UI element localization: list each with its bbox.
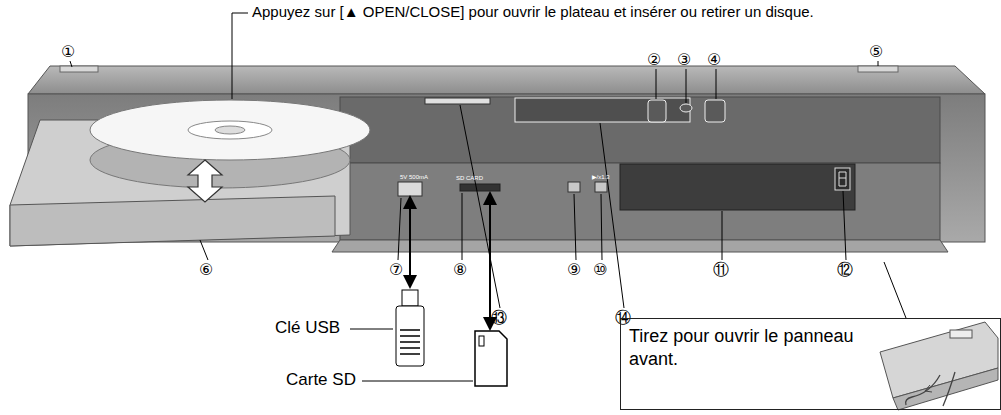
pull-panel-inset xyxy=(880,322,998,410)
callout-number: ⑤ xyxy=(869,43,883,61)
drawing-part xyxy=(398,198,401,260)
device-marking: SD CARD xyxy=(456,175,483,182)
drawing-part xyxy=(843,191,846,260)
drawing-part xyxy=(400,330,420,354)
drawing-part xyxy=(402,290,418,306)
drawing-part xyxy=(601,194,602,260)
hand-sketch xyxy=(906,372,955,406)
usb-stick xyxy=(396,202,424,366)
drawing-part xyxy=(200,240,208,260)
leader-lines xyxy=(70,13,906,381)
drawing-part xyxy=(839,172,846,186)
drawing-part xyxy=(188,121,272,139)
drawing-part xyxy=(574,194,576,260)
drawing-part xyxy=(462,193,463,260)
front-flap xyxy=(332,240,948,252)
drawing-part xyxy=(340,163,940,240)
sd-card xyxy=(475,198,507,386)
drawing-part xyxy=(893,368,998,410)
drawing-part xyxy=(878,61,879,66)
drawing-part xyxy=(479,336,484,346)
drawing-part xyxy=(70,61,72,67)
callout-number: ⑬ xyxy=(491,309,507,327)
digit-display xyxy=(835,168,850,190)
instruction-note: Appuyez sur [▲ OPEN/CLOSE] pour ouvrir l… xyxy=(252,4,814,21)
callout-number: ⑨ xyxy=(567,261,581,279)
button xyxy=(705,100,725,122)
callout-number: ⑥ xyxy=(199,261,213,279)
device-marking: 5V 500mA xyxy=(400,174,428,181)
drawing-part xyxy=(362,381,473,382)
callout-number: ② xyxy=(647,51,661,69)
display xyxy=(515,98,690,122)
callout-number: ⑪ xyxy=(713,261,729,279)
drawing-part xyxy=(722,211,723,260)
usb-port xyxy=(398,182,422,196)
drawing-part xyxy=(950,330,972,338)
drawing-part xyxy=(10,196,335,246)
drawing-part xyxy=(396,306,424,366)
drawing-part xyxy=(475,331,507,386)
drawing-part xyxy=(600,123,624,308)
callout-number: ④ xyxy=(707,51,721,69)
drawing-part xyxy=(340,97,940,163)
drawing-part xyxy=(884,262,906,318)
callout-number: ③ xyxy=(677,51,691,69)
part-label: Carte SD xyxy=(286,371,356,390)
stop-button xyxy=(568,182,580,192)
callout-number: ⑦ xyxy=(389,261,403,279)
display-window xyxy=(620,164,855,210)
drawing-part xyxy=(350,329,393,330)
top-tab xyxy=(60,66,98,72)
part-label: Clé USB xyxy=(275,319,340,338)
play-button xyxy=(595,182,607,192)
device-marking: ▶/x1.3 xyxy=(592,174,610,181)
indicator xyxy=(680,104,692,112)
drawing-part xyxy=(232,13,248,99)
drawing-part xyxy=(215,126,245,134)
drawing-part xyxy=(716,69,717,99)
callout-number: ⑫ xyxy=(837,261,853,279)
disc xyxy=(90,100,370,160)
disc-tray xyxy=(10,100,370,246)
card-slot-top xyxy=(425,98,490,104)
sd-slot xyxy=(460,184,500,191)
drawing-part xyxy=(28,66,985,94)
drawing-part xyxy=(409,202,411,282)
drawing-part xyxy=(656,69,657,99)
callout-number: ① xyxy=(61,43,75,61)
callout-box: Tirez pour ouvrir le panneau avant. xyxy=(620,318,1001,410)
callout-number: ⑧ xyxy=(453,261,467,279)
drawing-part xyxy=(686,69,687,103)
drawing-part xyxy=(925,385,932,392)
instruction-text: Tirez pour ouvrir le panneau avant. xyxy=(621,319,877,376)
button xyxy=(648,100,666,122)
up-down-arrow xyxy=(188,160,222,202)
top-tab xyxy=(858,66,898,72)
callout-number: ⑩ xyxy=(593,261,607,279)
